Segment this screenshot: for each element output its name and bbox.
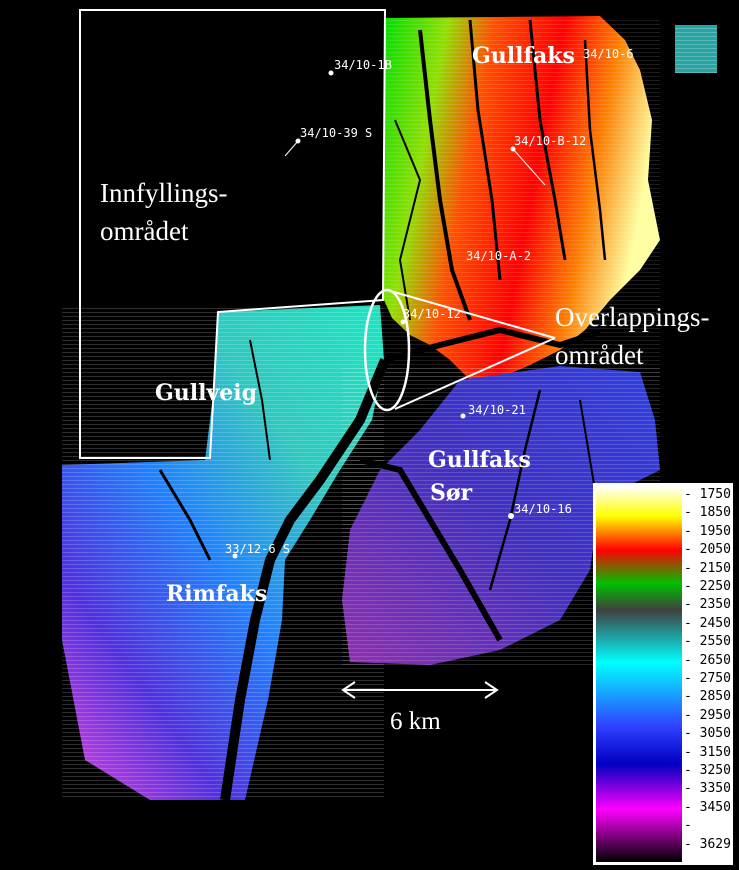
fault-lines (158, 19, 607, 801)
west-hatch (62, 305, 384, 800)
well-trajectory-39s (284, 140, 299, 157)
well-label: 34/10-A-2 (466, 249, 532, 263)
colorbar-tick-label: - 1750 (684, 487, 731, 502)
overlap-cone-top (386, 289, 556, 339)
well-label: 34/10-12 (403, 307, 461, 321)
label-gullveig: Gullveig (155, 380, 258, 406)
colorbar-tick-label: - 3350 (684, 781, 731, 797)
label-overlap-line2: området (555, 340, 644, 370)
colorbar-tick-label: - 2750 (684, 671, 731, 686)
colorbar-tick-label: - 2350 (684, 597, 731, 613)
colorbar-tick-label: - 2450 (684, 615, 731, 631)
colorbar-tick-label: - 3050 (684, 726, 731, 742)
scale-bar-arrow (341, 681, 499, 699)
label-rimfaks: Rimfaks (166, 581, 268, 607)
colorbar-tick-label: - 3450 (684, 799, 731, 815)
colorbar-tick-label: - 2250 (684, 579, 731, 594)
colorbar-tick-label: - 2550 (684, 634, 731, 650)
depth-colorbar-ramp (596, 486, 682, 862)
colorbar-tick-label: - 3150 (684, 744, 731, 760)
well-label: 34/10-1B (334, 58, 392, 72)
label-gullfaks: Gullfaks (472, 43, 575, 69)
colorbar-tick-label: - 3629 (684, 836, 731, 852)
colorbar-tick-label: - 3250 (684, 763, 731, 778)
infill-area-outline (79, 9, 387, 459)
colorbar-tick-label: - 2950 (684, 707, 731, 723)
scale-bar-label: 6 km (390, 708, 441, 735)
colorbar-tick-label: - (684, 818, 692, 834)
colorbar-tick-label: - 2850 (684, 689, 731, 705)
colorbar-tick-label: - 2650 (684, 652, 731, 668)
colorbar-tick-label: - 2050 (684, 542, 731, 558)
well-label: 34/10-21 (468, 403, 526, 417)
well-label: 34/10-39 S (300, 126, 373, 140)
overlap-cone-bottom (394, 337, 556, 410)
colorbar-tick-label: - 1950 (684, 523, 731, 539)
label-infill-line2: området (100, 216, 189, 246)
label-overlap-line1: Overlappings- (555, 302, 710, 332)
label-gullfaks-sor-line1: Gullfaks (428, 447, 531, 473)
gullfaks-hatch (384, 18, 660, 380)
label-gullfaks-sor-line2: Sør (430, 480, 473, 506)
well-label: 34/10-B-12 (514, 134, 587, 148)
ne-fragment-hatch (675, 25, 717, 73)
colorbar-tick-label: - 1850 (684, 505, 731, 521)
label-infill-line1: Innfyllings- (100, 178, 228, 208)
colorbar-tick-label: - 2150 (684, 560, 731, 576)
well-label: 33/12-6 S (225, 542, 291, 556)
well-label: 34/10-6 (583, 47, 634, 61)
well-trajectory-b12 (512, 148, 546, 186)
well-label: 34/10-16 (514, 502, 572, 516)
